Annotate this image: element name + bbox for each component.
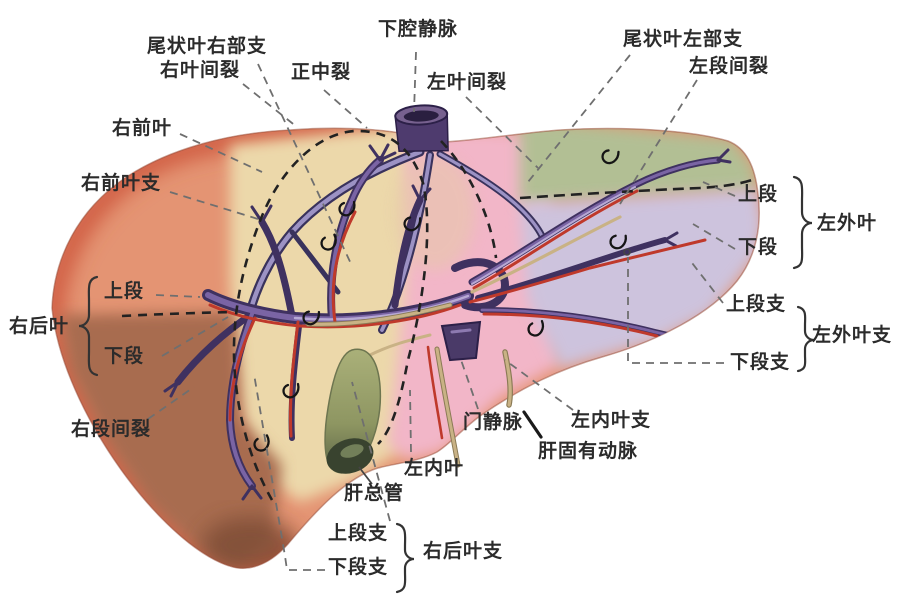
portal-hilum-loop <box>451 258 510 312</box>
artery-descending <box>426 345 444 440</box>
leader-endpoint-circle <box>623 248 631 256</box>
leader-lower-branch-bottom <box>253 373 325 571</box>
portal-vein-stub <box>440 320 482 362</box>
label-left-lateral-lobe: 左外叶 <box>817 213 878 234</box>
label-upper-segment-branch-bottom: 上段支 <box>328 523 389 544</box>
label-proper-hepatic-artery: 肝固有动脉 <box>538 441 639 462</box>
duct-descending <box>435 347 460 467</box>
label-left-lateral-branch: 左外叶支 <box>812 325 893 346</box>
label-lower-segment-right: 下段 <box>738 237 779 258</box>
leader-ivc <box>413 51 417 113</box>
leader-portal-vein <box>459 356 479 410</box>
fissure-lines <box>121 129 753 501</box>
gallbladder <box>324 348 382 474</box>
leader-common-hepatic-duct <box>358 466 373 485</box>
label-right-intersegmental-fissure: 右段间裂 <box>71 419 152 440</box>
common-bile-duct <box>503 350 512 407</box>
portal-stub-highlight <box>450 328 472 334</box>
leader-upper-segment-left <box>155 294 201 298</box>
label-left-medial-branch: 左内叶支 <box>571 410 652 431</box>
leader-upper-segment-right <box>702 181 736 197</box>
leader-caudate-right <box>257 63 353 267</box>
label-right-posterior-branch: 右后叶支 <box>423 541 504 562</box>
brace-left-lateral-branch <box>796 305 815 373</box>
leader-left-medial <box>409 389 412 453</box>
label-right-interlobar-fissure: 右叶间裂 <box>160 60 241 81</box>
leader-right-anterior-branch <box>169 191 259 220</box>
ivc-lumen <box>403 110 439 122</box>
leader-right-intersegmental <box>147 386 195 420</box>
label-lower-segment-left: 下段 <box>104 346 145 367</box>
bile-ducts <box>305 215 622 357</box>
label-lower-segment-branch-bottom: 下段支 <box>328 557 389 578</box>
liver-body <box>51 127 760 569</box>
braces <box>78 175 815 594</box>
hepatic-arteries <box>208 189 707 438</box>
leader-left-intersegmental <box>619 79 698 205</box>
left-hepatic-vein <box>436 150 546 240</box>
fissure-right-intersegmental <box>121 310 233 318</box>
label-upper-segment-branch-right: 上段支 <box>726 294 787 315</box>
region-right-posterior <box>60 312 282 568</box>
leader-left-medial-branch <box>504 359 574 411</box>
label-caudate-right-branch: 尾状叶右部支 <box>147 36 268 57</box>
label-right-anterior-lobe: 右前叶 <box>112 118 173 139</box>
label-upper-segment-left: 上段 <box>104 281 145 302</box>
label-lower-segment-branch-right: 下段支 <box>730 352 791 373</box>
leader-right-interlobar <box>242 83 298 128</box>
brace-right-posterior-branch <box>395 522 415 594</box>
fissure-left-interlobar <box>440 140 498 259</box>
leader-lines <box>147 51 736 571</box>
leader-lower-branch-right <box>627 257 724 364</box>
label-median-fissure: 正中裂 <box>291 62 352 83</box>
leader-median-fissure <box>323 89 368 129</box>
label-ivc: 下腔静脉 <box>378 19 459 40</box>
label-right-posterior-lobe: 右后叶 <box>9 316 70 337</box>
leader-upper-branch-right <box>688 258 724 304</box>
gallbladder-sheen <box>340 444 364 458</box>
label-common-hepatic-duct: 肝总管 <box>344 483 405 504</box>
leader-proper-hepatic-artery <box>522 410 543 439</box>
label-right-anterior-branch: 右前叶支 <box>81 173 162 194</box>
fissure-right-interlobar-median <box>232 129 429 501</box>
region-left-lateral-upper <box>520 128 758 204</box>
label-left-interlobar-fissure: 左叶间裂 <box>427 72 508 93</box>
brace-right-posterior-lobe <box>78 275 99 377</box>
label-left-intersegmental-fissure: 左段间裂 <box>689 56 770 77</box>
hepatic-veins <box>243 147 546 334</box>
region-left-lateral-lower <box>520 188 760 369</box>
label-upper-segment-right: 上段 <box>738 184 779 205</box>
label-portal-vein: 门静脉 <box>463 412 524 433</box>
brace-left-lateral-lobe <box>792 175 813 270</box>
leader-right-anterior <box>179 133 263 173</box>
leader-lower-segment-left <box>161 316 229 357</box>
leader-left-interlobar <box>465 96 539 169</box>
leader-upper-branch-bottom <box>351 381 391 522</box>
ivc-stub <box>394 104 449 152</box>
liver-outline <box>51 127 760 569</box>
label-caudate-left-branch: 尾状叶左部支 <box>623 29 744 50</box>
hilum-structures <box>426 320 513 468</box>
fissure-left-intersegmental <box>519 178 753 200</box>
label-left-medial-lobe: 左内叶 <box>404 458 465 479</box>
